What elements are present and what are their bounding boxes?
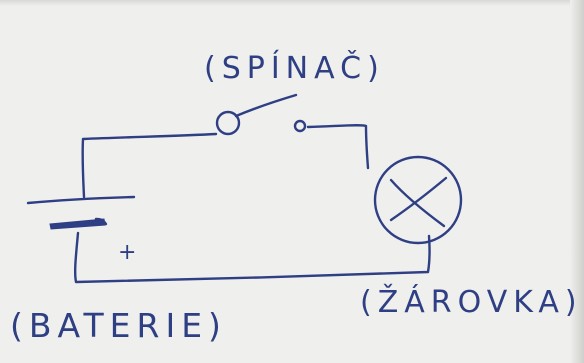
battery-plus-label: +	[118, 240, 142, 265]
bulb-icon	[373, 155, 463, 245]
battery-icon	[26, 195, 136, 230]
switch-label: (SPÍNAČ)	[204, 49, 385, 86]
wire-top-right	[306, 123, 370, 170]
paper-top-edge	[0, 0, 584, 6]
switch-icon	[215, 93, 307, 136]
wire-bottom	[73, 231, 431, 284]
wire-top-left	[81, 132, 218, 199]
paper-right-edge	[570, 0, 584, 363]
battery-label: (BATERIE)	[10, 306, 227, 345]
bulb-label: (ŽÁROVKA)	[360, 284, 583, 320]
